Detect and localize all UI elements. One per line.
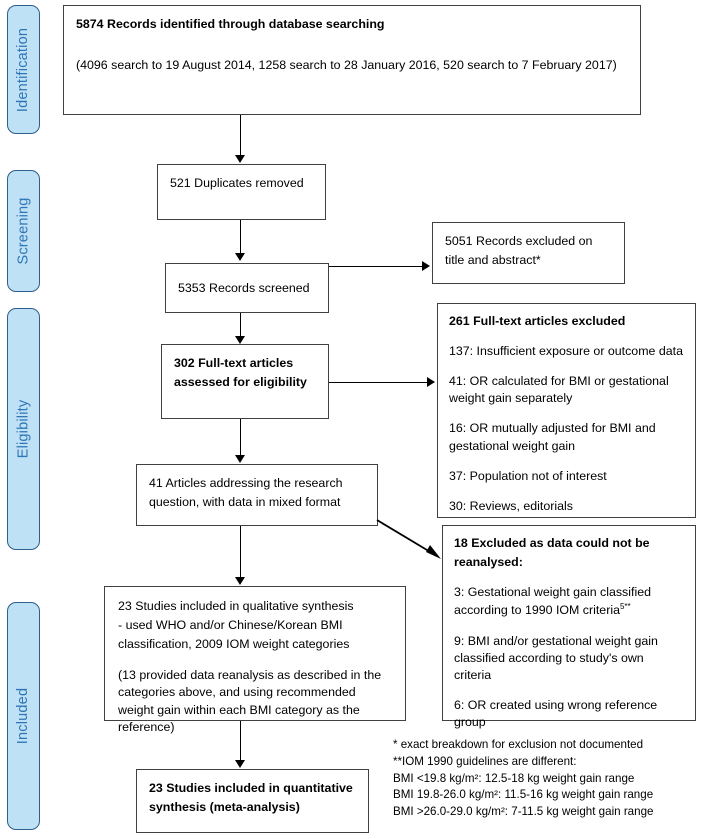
phase-tab-eligibility: Eligibility xyxy=(7,308,40,550)
connector-screened-to-fulltext xyxy=(240,313,241,339)
box-fulltext-excluded: 261 Full-text articles excluded 137: Ins… xyxy=(437,303,696,518)
box-fulltext-assessed: 302 Full-text articles assessed for elig… xyxy=(161,344,329,419)
box-qualitative-synthesis: 23 Studies included in qualitative synth… xyxy=(104,586,406,734)
arrowhead-duplicates xyxy=(235,155,245,163)
box-articles-addressing: 41 Articles addressing the research ques… xyxy=(136,464,378,526)
connector-screened-to-excluded xyxy=(329,266,424,267)
records-identified-detail: (4096 search to 19 August 2014, 1258 sea… xyxy=(76,58,617,73)
phase-tab-identification: Identification xyxy=(7,5,40,134)
fulltext-excluded-reason-3: 16: OR mutually adjusted for BMI and ges… xyxy=(449,421,656,453)
records-screened-text: 5353 Records screened xyxy=(178,281,310,295)
fulltext-excluded-reason-4: 37: Population not of interest xyxy=(449,468,607,483)
excluded-reanalysis-reason-1-text: 3: Gestational weight gain classified ac… xyxy=(454,585,651,618)
fulltext-assessed-line2: assessed for eligibility xyxy=(174,375,307,390)
articles-addressing-line2: question, with data in mixed format xyxy=(149,495,341,510)
qualitative-line2: - used WHO and/or Chinese/Korean BMI xyxy=(118,618,343,633)
excluded-reanalysis-reason-3: 6: OR created using wrong reference grou… xyxy=(454,697,658,729)
quantitative-line1: 23 Studies included in quantitative xyxy=(149,781,353,795)
excluded-reanalysis-reason-1: 3: Gestational weight gain classified ac… xyxy=(454,584,684,619)
arrowhead-excluded-title-abstract xyxy=(422,261,430,271)
phase-tab-screening: Screening xyxy=(7,170,40,292)
articles-addressing-line1: 41 Articles addressing the research xyxy=(149,476,343,490)
phase-tab-included: Included xyxy=(7,602,40,830)
footnotes-block: * exact breakdown for exclusion not docu… xyxy=(393,737,698,821)
footnote-2: **IOM 1990 guidelines are different: xyxy=(393,754,577,768)
duplicates-removed-text: 521 Duplicates removed xyxy=(170,176,304,190)
box-records-identified: 5874 Records identified through database… xyxy=(63,5,641,115)
excluded-reanalysis-heading-line2: reanalysed: xyxy=(454,555,523,570)
phase-label-eligibility: Eligibility xyxy=(15,399,32,459)
box-excluded-title-abstract: 5051 Records excluded on title and abstr… xyxy=(432,222,625,284)
footnote-1: * exact breakdown for exclusion not docu… xyxy=(393,738,644,751)
arrowhead-fulltext-excluded xyxy=(427,377,435,387)
connector-articles-to-qualitative xyxy=(240,526,241,579)
arrowhead-fulltext-assessed xyxy=(235,336,245,344)
connector-fulltext-to-articles xyxy=(240,419,241,457)
phase-label-included: Included xyxy=(15,687,32,745)
excluded-title-abstract-line1: 5051 Records excluded on xyxy=(445,234,593,248)
box-excluded-not-reanalysed: 18 Excluded as data could not be reanaly… xyxy=(442,525,696,729)
phase-label-screening: Screening xyxy=(15,197,32,265)
fulltext-excluded-heading: 261 Full-text articles excluded xyxy=(449,314,626,328)
fulltext-excluded-reason-2: 41: OR calculated for BMI or gestational… xyxy=(449,374,669,406)
fulltext-excluded-reason-5: 30: Reviews, editorials xyxy=(449,498,573,513)
quantitative-line2: synthesis (meta-analysis) xyxy=(149,800,300,815)
connector-articles-to-excluded-reanalysis xyxy=(375,518,443,562)
box-duplicates-removed: 521 Duplicates removed xyxy=(157,164,326,220)
footnote-4: BMI 19.8-26.0 kg/m²: 11.5-16 kg weight g… xyxy=(393,788,654,802)
qualitative-line3: classification, 2009 IOM weight categori… xyxy=(118,637,350,652)
connector-duplicates-to-screened xyxy=(240,220,241,256)
footnote-5: BMI >26.0-29.0 kg/m²: 7-11.5 kg weight g… xyxy=(393,805,654,819)
connector-qualitative-to-quantitative xyxy=(240,721,241,763)
box-quantitative-synthesis: 23 Studies included in quantitative synt… xyxy=(136,769,369,833)
phase-label-identification: Identification xyxy=(15,27,32,112)
excluded-reanalysis-reason-2: 9: BMI and/or gestational weight gain cl… xyxy=(454,633,658,682)
excluded-reanalysis-heading-line1: 18 Excluded as data could not be xyxy=(454,536,650,550)
fulltext-assessed-line1: 302 Full-text articles xyxy=(174,356,294,370)
excluded-title-abstract-line2: title and abstract* xyxy=(445,253,541,268)
records-identified-heading: 5874 Records identified through database… xyxy=(76,17,385,31)
fulltext-excluded-reason-1: 137: Insufficient exposure or outcome da… xyxy=(449,344,683,359)
qualitative-line1: 23 Studies included in qualitative synth… xyxy=(118,599,354,613)
footnote-3: BMI <19.8 kg/m²: 12.5-18 kg weight gain … xyxy=(393,771,635,785)
arrowhead-qualitative xyxy=(235,577,245,585)
connector-fulltext-to-excluded xyxy=(329,382,429,383)
arrowhead-screened xyxy=(235,253,245,261)
arrowhead-articles-addressing xyxy=(235,455,245,463)
arrowhead-quantitative xyxy=(235,760,245,768)
connector-identified-to-duplicates xyxy=(240,115,241,158)
qualitative-note: (13 provided data reanalysis as describe… xyxy=(118,668,382,734)
excluded-reanalysis-reason-1-superscript: 5** xyxy=(619,602,631,612)
diagonal-arrow-icon xyxy=(376,519,441,559)
box-records-screened: 5353 Records screened xyxy=(165,263,329,313)
